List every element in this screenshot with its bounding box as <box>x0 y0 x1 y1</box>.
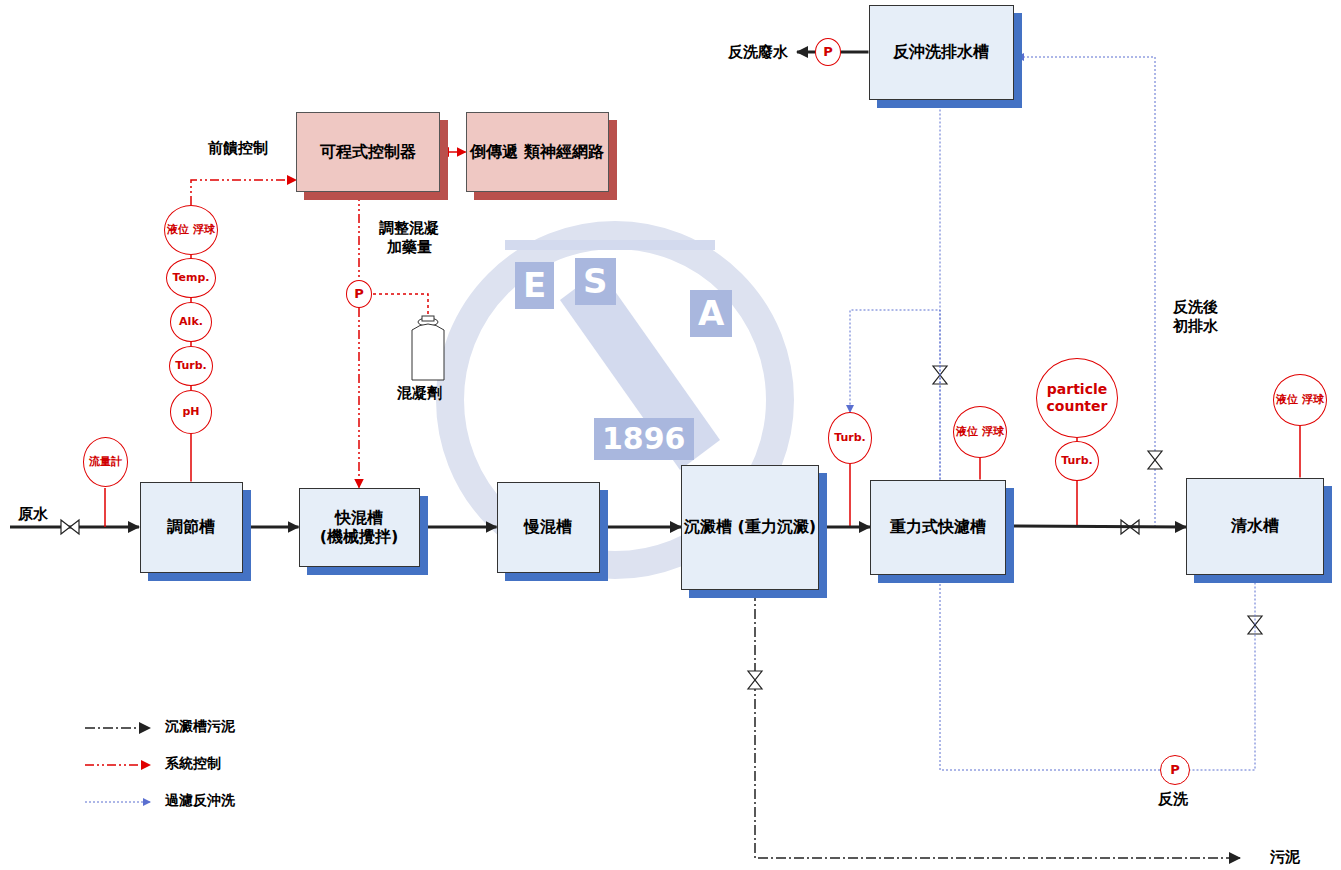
connector <box>191 180 296 205</box>
connector <box>1190 575 1255 771</box>
node-text: 重力式快濾槽 <box>890 517 986 536</box>
node-text: 快混槽 (機械攪拌) <box>300 508 419 546</box>
first-flush-line <box>1017 57 1155 527</box>
chemical-tank <box>412 316 444 380</box>
connector <box>358 192 360 280</box>
waste-pipe <box>797 51 815 54</box>
sludge-line <box>755 591 1240 858</box>
legend-sample <box>85 764 150 766</box>
pump-symbol: P <box>815 38 841 66</box>
turb-sensor: Turb. <box>828 412 872 464</box>
control-note: 調整混凝 加藥量 <box>374 219 444 257</box>
node-text: 沉澱槽 (重力沉澱) <box>684 517 816 536</box>
connector <box>940 575 1160 771</box>
pump-symbol: P <box>346 280 372 308</box>
flow-note: 反洗 <box>1158 790 1188 809</box>
node-text: 反沖洗排水槽 <box>893 42 989 61</box>
connector <box>190 434 192 482</box>
node-text: Alk. <box>179 315 203 328</box>
sensor-lead <box>849 464 851 527</box>
controller-box: 可程式控制器 <box>296 112 440 192</box>
node-text: pH <box>182 405 199 418</box>
process-tank: 重力式快濾槽 <box>870 480 1006 575</box>
valve <box>61 520 79 534</box>
flow-note: 反洗後 初排水 <box>1163 298 1227 336</box>
connector <box>819 526 870 529</box>
legend-text: 沉澱槽污泥 <box>165 718 235 736</box>
watermark-letter: E <box>515 262 554 309</box>
level-sensor: 液位 浮球 <box>1273 374 1327 426</box>
node-text: 慢混槽 <box>524 517 572 536</box>
legend-text: 系統控制 <box>165 755 221 773</box>
level-sensor: 液位 浮球 <box>953 406 1007 458</box>
pump-symbol: P <box>1160 755 1190 785</box>
node-text: particle counter <box>1037 381 1117 415</box>
connector <box>243 526 299 529</box>
outlet-label: 反洗廢水 <box>728 43 788 62</box>
connector <box>358 308 360 488</box>
particle-counter: particle counter <box>1036 358 1118 438</box>
chemical-label: 混凝劑 <box>397 384 442 403</box>
connector <box>1299 426 1301 478</box>
process-tank: 反沖洗排水槽 <box>869 5 1014 100</box>
legend-text: 過濾反沖洗 <box>165 792 235 810</box>
watermark-letter: A <box>690 290 732 337</box>
outlet-label: 污泥 <box>1270 848 1300 867</box>
node-text: Turb. <box>175 359 207 372</box>
valve <box>748 671 762 689</box>
edge-label: 前饋控制 <box>206 139 270 158</box>
process-tank: 沉澱槽 (重力沉澱) <box>681 465 819 590</box>
node-text: 流量計 <box>89 455 122 468</box>
ph-sensor: pH <box>170 390 212 434</box>
node-text: 液位 浮球 <box>956 425 1004 438</box>
connector <box>600 526 682 529</box>
node-text: 清水槽 <box>1231 516 1279 535</box>
node-text: 可程式控制器 <box>320 142 416 161</box>
connector <box>979 458 981 480</box>
process-tank: 清水槽 <box>1186 478 1324 575</box>
neural-net-box: 倒傳遞 類神經網路 <box>466 112 609 192</box>
level-sensor: 液位 浮球 <box>164 205 218 255</box>
inlet-label: 原水 <box>18 505 48 524</box>
connector <box>1006 526 1186 527</box>
node-text: Temp. <box>172 271 209 284</box>
process-tank: 快混槽 (機械攪拌) <box>299 488 420 567</box>
connector <box>440 151 466 153</box>
valve <box>1148 451 1162 469</box>
connector <box>841 51 869 54</box>
turb-sensor: Turb. <box>1055 441 1099 481</box>
node-text: 液位 浮球 <box>167 223 215 236</box>
node-text: P <box>354 286 364 302</box>
flow-meter: 流量計 <box>83 437 128 487</box>
node-text: P <box>823 44 833 60</box>
sensor-lead <box>1076 481 1078 527</box>
node-text: 調節槽 <box>167 517 215 536</box>
process-tank: 慢混槽 <box>497 482 600 573</box>
node-text: 倒傳遞 類神經網路 <box>470 142 604 161</box>
watermark-letter: S <box>575 258 616 305</box>
legend-sample <box>85 727 150 729</box>
turb-sensor: Turb. <box>169 346 213 386</box>
connector <box>420 526 497 529</box>
sensor-lead <box>104 488 106 527</box>
watermark-number: 1896 <box>594 418 694 460</box>
dosing-line <box>373 294 428 316</box>
temp-sensor: Temp. <box>166 258 216 298</box>
node-text: Turb. <box>834 431 866 444</box>
legend-sample <box>85 802 150 803</box>
node-text: Turb. <box>1061 454 1093 467</box>
alk-sensor: Alk. <box>170 302 212 342</box>
watermark-bar <box>505 240 715 250</box>
node-text: P <box>1170 762 1180 778</box>
node-text: 液位 浮球 <box>1276 393 1324 406</box>
process-tank: 調節槽 <box>140 482 243 573</box>
